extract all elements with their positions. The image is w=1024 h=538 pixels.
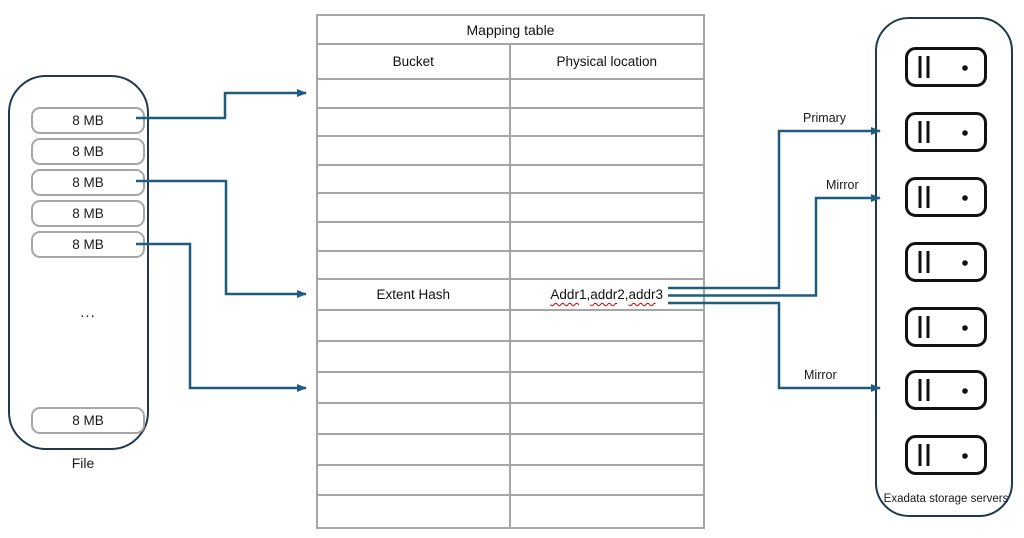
mapping-table-header: Bucket Physical location xyxy=(318,45,703,80)
physical-location-cell xyxy=(511,373,704,402)
file-extent-block: 8 MB xyxy=(31,407,145,434)
table-row xyxy=(318,137,703,166)
arrow-block1-to-bucket xyxy=(136,89,307,120)
bucket-cell xyxy=(318,434,511,464)
physical-location-cell xyxy=(511,109,704,136)
primary-connector-label: Primary xyxy=(803,111,847,125)
table-row xyxy=(318,222,704,252)
table-row xyxy=(318,403,704,435)
table-row xyxy=(318,496,704,528)
physical-location-cell: Addr 1, addr 2, addr 3 xyxy=(511,280,704,309)
table-row xyxy=(318,434,704,466)
storage-servers-container: Exadata storage servers xyxy=(875,17,1013,517)
location-text: 2, xyxy=(617,287,629,303)
bucket-cell xyxy=(318,222,511,250)
physical-location-cell xyxy=(511,80,704,107)
bucket-cell xyxy=(318,80,511,107)
misspelled-word: addr xyxy=(590,287,618,303)
misspelled-word: addr xyxy=(628,287,656,303)
physical-location-cell xyxy=(511,194,704,221)
bucket-cell xyxy=(318,372,511,402)
storage-server-icon xyxy=(905,242,987,282)
file-extent-block: 8 MB xyxy=(31,138,145,165)
bucket-cell xyxy=(318,251,511,279)
storage-server-icon xyxy=(905,307,987,347)
location-text: 3 xyxy=(655,287,664,303)
file-extent-block: 8 MB xyxy=(31,231,145,258)
file-extent-block: 8 MB xyxy=(31,169,145,196)
bucket-cell xyxy=(318,465,511,495)
physical-location-cell xyxy=(511,435,704,464)
table-row xyxy=(318,108,704,138)
physical-location-cell xyxy=(511,252,704,279)
bucket-cell xyxy=(318,311,511,340)
bucket-cell: Extent Hash xyxy=(318,280,511,310)
table-row xyxy=(318,251,704,281)
bucket-cell xyxy=(318,137,511,164)
physical-location-cell xyxy=(511,342,704,371)
table-row xyxy=(318,372,704,404)
bucket-cell xyxy=(318,194,511,221)
table-row xyxy=(318,465,704,497)
storage-server-icon xyxy=(905,370,987,410)
table-row xyxy=(318,80,703,109)
table-row xyxy=(318,341,704,373)
physical-location-cell xyxy=(511,496,704,527)
misspelled-word: Addr xyxy=(550,287,579,303)
mirror-connector-label-bottom: Mirror xyxy=(804,368,837,382)
file-extent-block: 8 MB xyxy=(31,200,145,227)
table-row xyxy=(318,165,704,195)
file-label: File xyxy=(71,455,95,471)
arrow-block3-to-extent xyxy=(136,179,307,298)
storage-server-icon xyxy=(905,435,987,475)
storage-server-icon xyxy=(905,177,987,217)
bucket-cell xyxy=(318,341,511,371)
file-container: 8 MB 8 MB 8 MB 8 MB 8 MB ... 8 MB xyxy=(8,75,149,450)
storage-servers-label: Exadata storage servers xyxy=(883,493,1009,505)
bucket-cell xyxy=(318,403,511,433)
column-header-physical-location: Physical location xyxy=(556,54,658,69)
physical-location-cell xyxy=(511,166,704,193)
file-ellipsis: ... xyxy=(80,303,96,321)
file-extent-block: 8 MB xyxy=(31,107,145,134)
mapping-table: Mapping table Bucket Physical location E… xyxy=(316,14,705,530)
mirror-connector-label-top: Mirror xyxy=(826,178,859,192)
physical-location-cell xyxy=(511,137,704,164)
storage-server-icon xyxy=(905,112,987,152)
arrow-block5-to-bucket xyxy=(136,242,307,392)
physical-location-cell xyxy=(511,311,704,340)
bucket-cell xyxy=(318,496,511,528)
column-header-bucket: Bucket xyxy=(318,45,511,78)
table-row xyxy=(318,311,703,342)
physical-location-cell xyxy=(511,223,704,250)
table-row xyxy=(318,194,703,223)
mapping-table-title: Mapping table xyxy=(318,16,703,45)
bucket-cell xyxy=(318,108,511,136)
storage-server-icon xyxy=(905,47,987,87)
location-text: 1, xyxy=(578,287,591,303)
physical-location-cell xyxy=(511,466,704,495)
bucket-cell xyxy=(318,165,511,193)
physical-location-cell xyxy=(511,404,704,433)
